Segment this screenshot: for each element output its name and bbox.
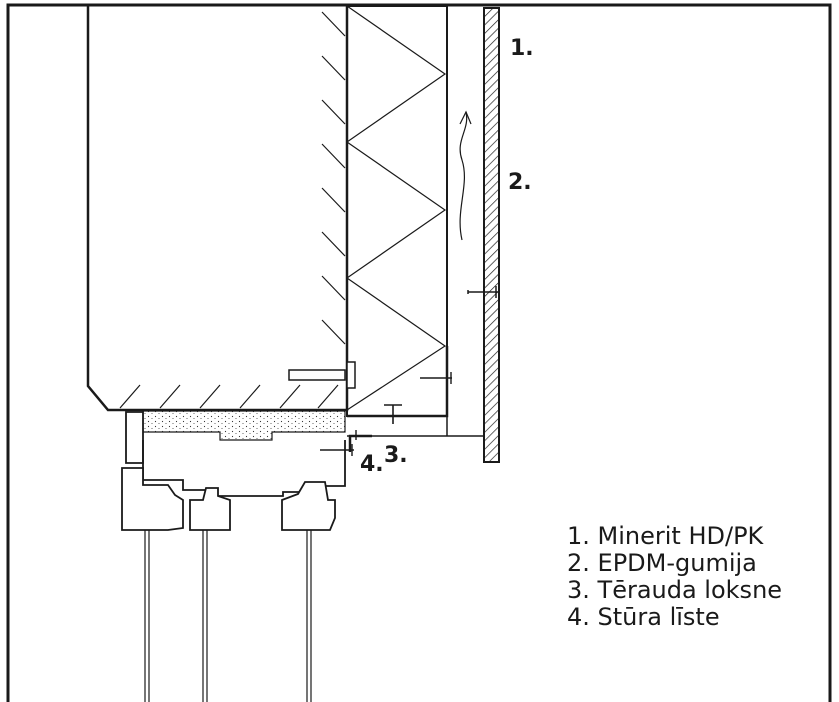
insulation-zigzag [345, 5, 447, 411]
glazing-lines [144, 530, 312, 702]
window-sashes [121, 467, 336, 531]
legend-item-4: 4. Stūra līste [567, 603, 720, 631]
callout-3: 3. [384, 443, 408, 468]
concrete-lintel [86, 6, 349, 412]
steel-sheet [347, 346, 449, 418]
callout-4: 4. [360, 452, 384, 477]
nail-sheet [420, 372, 452, 384]
callout-2: 2. [508, 170, 532, 195]
airflow-arrow [459, 111, 468, 241]
legend-item-1: 1. Minerit HD/PK [567, 522, 764, 550]
window-frame-body [142, 440, 346, 497]
window-frame [125, 411, 144, 464]
legend-item-2: 2. EPDM-gumija [567, 549, 757, 577]
legend: 1. Minerit HD/PK 2. EPDM-gumija 3. Tērau… [567, 523, 782, 631]
anchor-bolt [288, 361, 356, 389]
fixing-screw [384, 404, 402, 424]
legend-item-3: 3. Tērauda loksne [567, 576, 783, 604]
airflow-arrowhead [459, 110, 472, 125]
cladding-screw [467, 286, 500, 298]
concrete-hatching [119, 11, 346, 409]
callout-1: 1. [510, 36, 534, 61]
cladding-board [483, 7, 500, 463]
corner-strip [348, 434, 372, 452]
sealant-strip [142, 410, 346, 441]
corner-strip-nail [320, 430, 357, 456]
